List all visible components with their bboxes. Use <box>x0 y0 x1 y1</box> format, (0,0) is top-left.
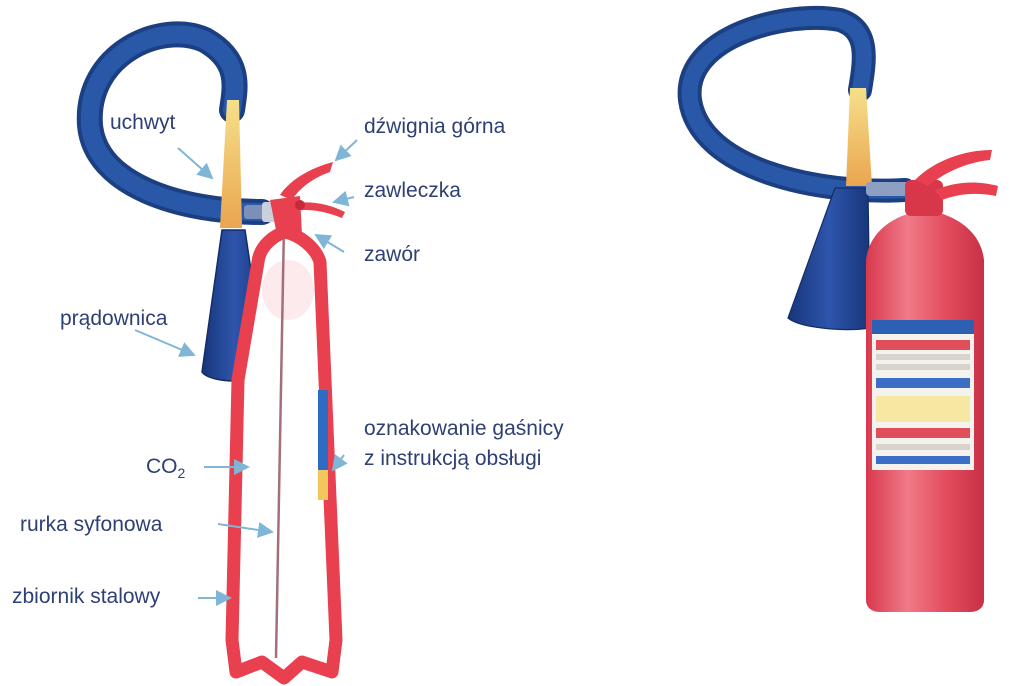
label-steel-tank: zbiornik stalowy <box>12 586 160 607</box>
label-pin: zawleczka <box>364 180 461 201</box>
label-marking-line1: oznakowanie gaśnicy <box>364 418 564 439</box>
label-marking-line2: z instrukcją obsługi <box>364 448 541 469</box>
label-valve: zawór <box>364 244 420 265</box>
upper-lever <box>280 162 333 200</box>
arrow-nozzle <box>135 330 194 355</box>
arrow-pin <box>334 197 354 202</box>
label-nozzle: prądownica <box>60 308 167 329</box>
label-handle: uchwyt <box>110 112 175 133</box>
label-siphon-tube: rurka syfonowa <box>20 514 162 535</box>
photo-extinguisher <box>690 18 998 612</box>
instruction-label-graphic <box>872 320 974 470</box>
pin <box>295 200 305 210</box>
label-co2: CO2 <box>146 456 185 480</box>
label-co2-subscript: 2 <box>178 465 186 481</box>
label-upper-lever: dźwignia górna <box>364 116 505 137</box>
arrow-upper-lever <box>336 140 357 160</box>
arrow-handle <box>178 148 212 178</box>
label-co2-main: CO <box>146 455 178 478</box>
